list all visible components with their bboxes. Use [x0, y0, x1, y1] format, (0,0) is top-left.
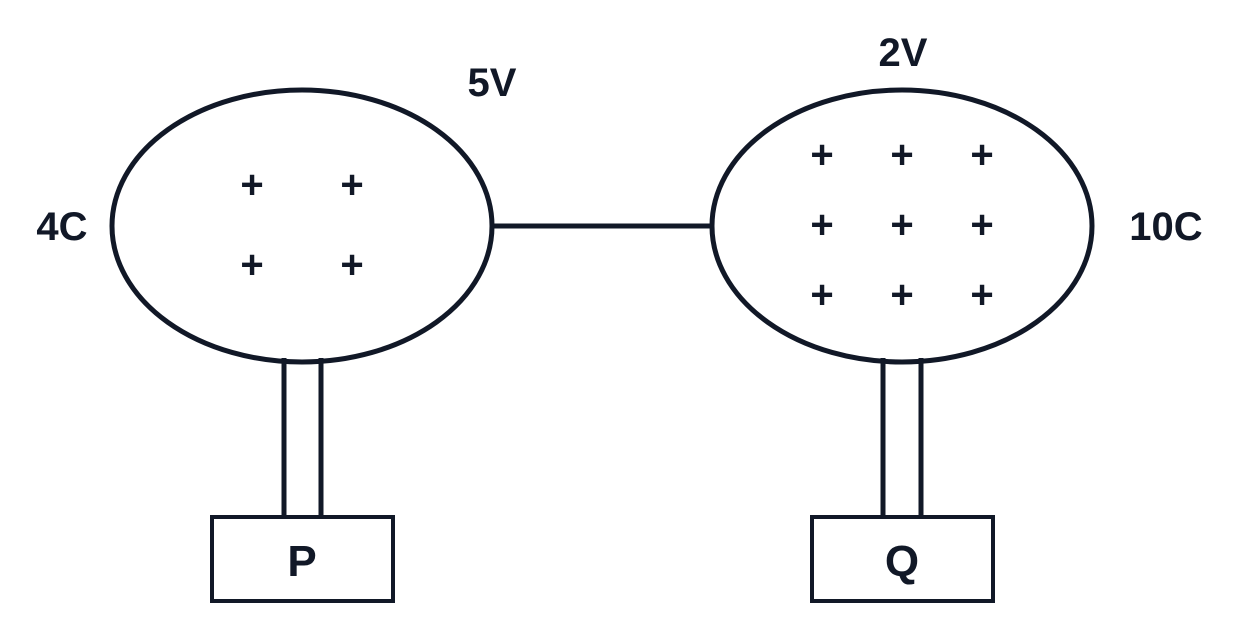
plus-charge: +: [810, 203, 833, 247]
right-charge-label: 10C: [1129, 205, 1202, 249]
plus-charge: +: [810, 133, 833, 177]
right-sphere: [709, 87, 1095, 365]
left-sphere: [109, 87, 495, 365]
plus-charge: +: [890, 203, 913, 247]
left-sphere-charges: + + + +: [240, 163, 363, 287]
plus-charge: +: [240, 243, 263, 287]
plus-charge: +: [340, 163, 363, 207]
left-stand-base: [210, 515, 395, 603]
right-stand-label: Q: [885, 537, 919, 586]
right-stand-base: [810, 515, 995, 603]
plus-charge: +: [340, 243, 363, 287]
plus-charge: +: [970, 273, 993, 317]
plus-charge: +: [890, 273, 913, 317]
plus-charge: +: [970, 203, 993, 247]
right-potential-label: 2V: [879, 31, 928, 75]
right-sphere-charges: + + + + + + + + +: [810, 133, 993, 317]
plus-charge: +: [240, 163, 263, 207]
plus-charge: +: [890, 133, 913, 177]
left-charge-label: 4C: [36, 205, 87, 249]
left-potential-label: 5V: [468, 61, 517, 105]
plus-charge: +: [810, 273, 833, 317]
left-stand-label: P: [287, 537, 316, 586]
plus-charge: +: [970, 133, 993, 177]
